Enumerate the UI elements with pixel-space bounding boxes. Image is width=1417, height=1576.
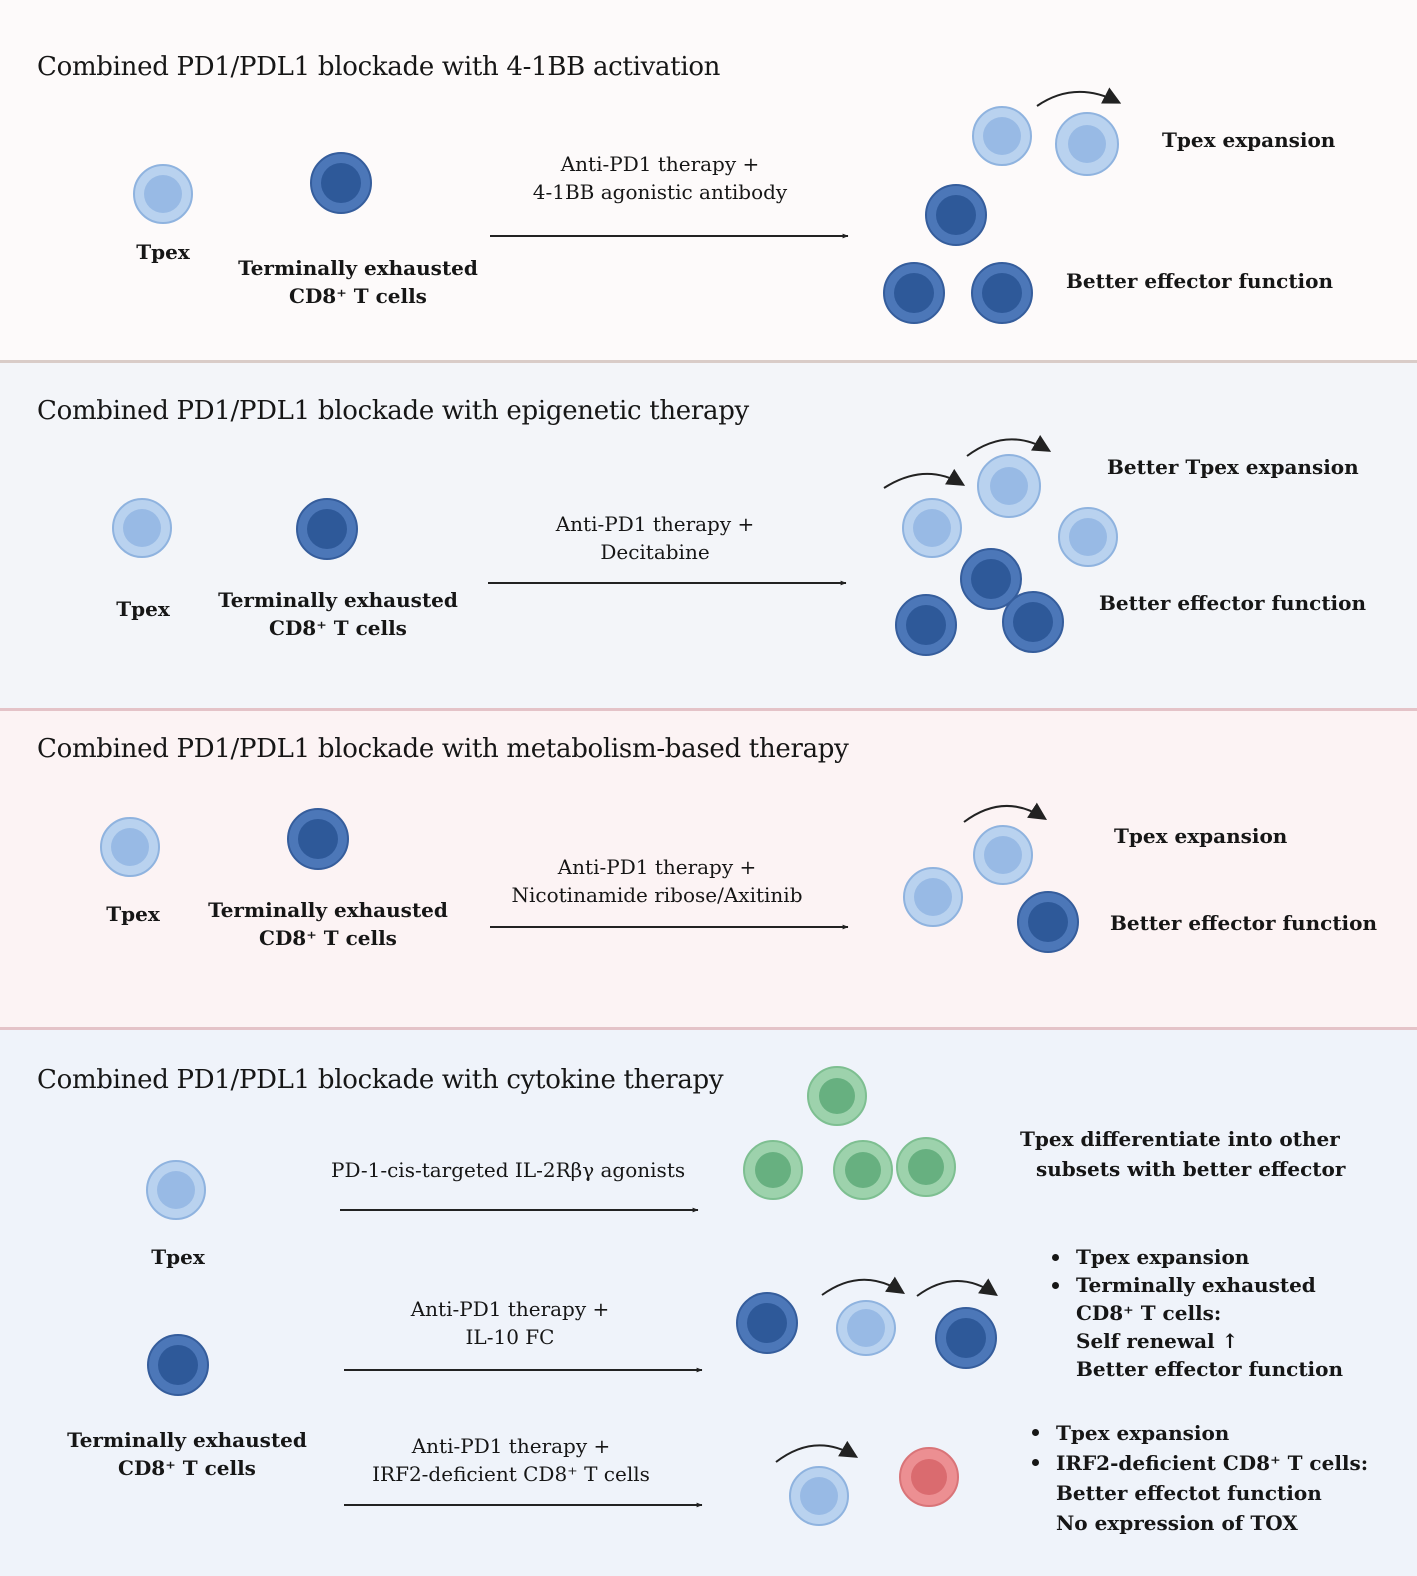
tpex-label: Tpex (106, 902, 160, 926)
panel-divider (0, 360, 1417, 363)
tpex-label: Tpex (136, 240, 190, 264)
panel-title: Combined PD1/PDL1 blockade with cytokine… (37, 1065, 724, 1095)
outcome-label: Tpex expansion (1114, 824, 1288, 848)
panel-title: Combined PD1/PDL1 blockade with epigenet… (37, 396, 749, 426)
therapy-label: PD-1-cis-targeted IL-2Rβγ agonists (331, 1158, 686, 1182)
panel-cytokine-therapy (0, 1030, 1417, 1576)
therapy-label: Anti-PD1 therapy + Decitabine (555, 512, 755, 564)
therapy-label: Anti-PD1 therapy + Nicotinamide ribose/A… (511, 855, 803, 907)
list-item: Tpex expansion (1028, 1418, 1368, 1448)
terminally-exhausted-cell (310, 152, 372, 214)
tpex-cell (903, 867, 963, 927)
terminally-exhausted-cell (935, 1307, 997, 1369)
tpex-cell (146, 1160, 206, 1220)
irf2-deficient-cell (899, 1447, 959, 1507)
outcome-label: Better Tpex expansion (1107, 455, 1359, 479)
tpex-cell (902, 498, 962, 558)
tpex-cell (100, 817, 160, 877)
outcome-label: Better effector function (1099, 591, 1367, 615)
terminally-exhausted-cell (147, 1334, 209, 1396)
panel-metabolism-therapy (0, 711, 1417, 1027)
panel-divider (0, 708, 1417, 711)
therapy-label: Anti-PD1 therapy + 4-1BB agonistic antib… (532, 152, 788, 204)
terminally-exhausted-cell (960, 548, 1022, 610)
terminally-exhausted-cell (296, 498, 358, 560)
tpex-cell (973, 825, 1033, 885)
terminally-exhausted-cell (736, 1292, 798, 1354)
differentiated-effector-cell (833, 1140, 893, 1200)
tpex-label: Tpex (151, 1245, 205, 1269)
panel-4-1bb-activation (0, 0, 1417, 360)
tpex-cell (789, 1466, 849, 1526)
panel-title: Combined PD1/PDL1 blockade with 4-1BB ac… (37, 52, 721, 82)
terminally-exhausted-cell (287, 808, 349, 870)
tpex-cell (972, 106, 1032, 166)
up-arrow-icon: ↑ (1221, 1329, 1239, 1353)
outcome-label: Better effector function (1066, 269, 1334, 293)
outcome-label: Tpex differentiate into other subsets wi… (1020, 1127, 1346, 1181)
panel-title: Combined PD1/PDL1 blockade with metaboli… (37, 734, 849, 764)
outcome-list: Tpex expansion IRF2-deficient CD8⁺ T cel… (1028, 1418, 1368, 1538)
differentiated-effector-cell (743, 1140, 803, 1200)
panel-epigenetic-therapy (0, 363, 1417, 708)
tpex-label: Tpex (116, 597, 170, 621)
terminally-exhausted-cell (883, 262, 945, 324)
terminally-exhausted-label: Terminally exhausted CD8⁺ T cells (238, 256, 478, 308)
terminally-exhausted-cell (925, 184, 987, 246)
outcome-label: Tpex expansion (1162, 128, 1336, 152)
differentiated-effector-cell (896, 1137, 956, 1197)
differentiated-effector-cell (807, 1066, 867, 1126)
terminally-exhausted-cell (971, 262, 1033, 324)
list-item: Tpex expansion (1048, 1243, 1343, 1271)
terminally-exhausted-label: Terminally exhausted CD8⁺ T cells (67, 1428, 307, 1480)
tpex-cell (1058, 507, 1118, 567)
therapy-label: Anti-PD1 therapy + IL-10 FC (410, 1297, 610, 1349)
list-item: Terminally exhausted CD8⁺ T cells: Self … (1048, 1271, 1343, 1383)
therapy-label: Anti-PD1 therapy + IRF2-deficient CD8⁺ T… (372, 1434, 650, 1486)
tpex-cell (112, 498, 172, 558)
terminally-exhausted-label: Terminally exhausted CD8⁺ T cells (218, 588, 458, 640)
tpex-cell (836, 1300, 896, 1356)
terminally-exhausted-cell (1002, 591, 1064, 653)
panel-divider (0, 1027, 1417, 1030)
terminally-exhausted-cell (895, 594, 957, 656)
tpex-cell (1055, 112, 1119, 176)
outcome-list: Tpex expansion Terminally exhausted CD8⁺… (1048, 1243, 1343, 1383)
terminally-exhausted-cell (1017, 891, 1079, 953)
tpex-cell (133, 164, 193, 224)
outcome-label: Better effector function (1110, 911, 1378, 935)
list-item: IRF2-deficient CD8⁺ T cells: Better effe… (1028, 1448, 1368, 1538)
tpex-cell (977, 454, 1041, 518)
terminally-exhausted-label: Terminally exhausted CD8⁺ T cells (208, 898, 448, 950)
